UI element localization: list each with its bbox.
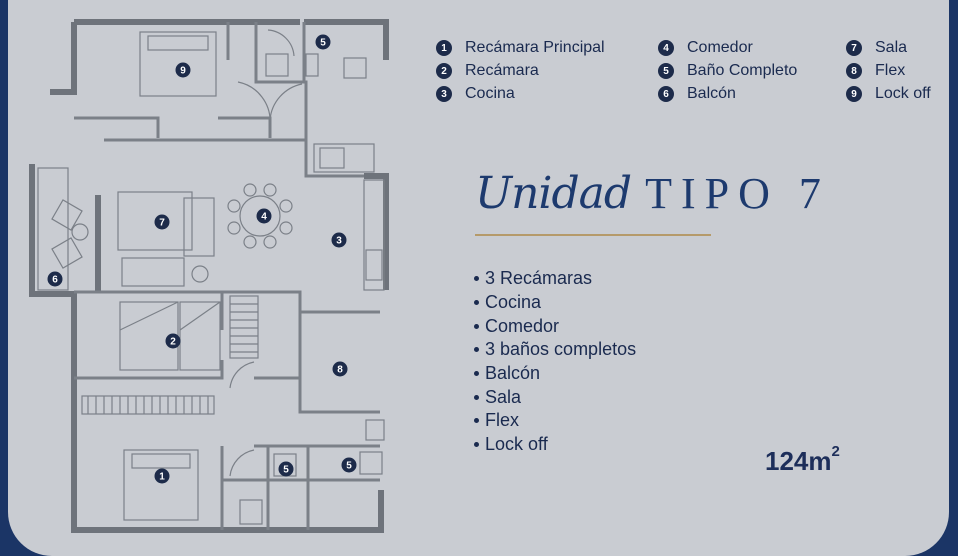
legend-label: Lock off: [875, 85, 931, 102]
plan-marker-7: [154, 214, 170, 230]
legend-item: 2 Recámara: [436, 61, 539, 81]
legend-label: Sala: [875, 39, 908, 56]
legend-number-badge: 6: [658, 86, 674, 102]
unit-title-script: Unidad: [475, 168, 632, 219]
legend-number-badge: 7: [846, 40, 862, 56]
feature-item: 3 baños completos: [474, 338, 636, 362]
bullet-dot: [474, 323, 479, 329]
feature-label: 3 baños completos: [485, 339, 637, 360]
info-card: 9 5 7 4 3 6 2 8 1 5 5 1 Recámara Principa…: [8, 0, 949, 556]
legend-item: 5 Baño Completo: [658, 61, 797, 81]
unit-area-superscript: 2: [831, 443, 840, 461]
feature-label: Lock off: [485, 434, 548, 455]
legend-number-badge: 8: [846, 63, 862, 79]
bullet-dot: [474, 371, 479, 377]
legend-label: Comedor: [687, 39, 753, 56]
legend-label: Recámara: [465, 62, 539, 79]
plan-marker-8-label: 8: [337, 365, 343, 376]
legend-number-badge: 9: [846, 86, 862, 102]
plan-marker-9: [175, 62, 191, 78]
bullet-dot: [474, 300, 479, 306]
unit-area-value: 124m: [765, 446, 832, 476]
floor-plan: 9 5 7 4 3 6 2 8 1 5 5: [29, 19, 389, 533]
plan-marker-3-label: 3: [336, 236, 342, 247]
feature-item: Balcón: [474, 362, 636, 386]
plan-marker-5a: [315, 34, 331, 50]
feature-label: Flex: [485, 410, 520, 431]
plan-marker-6: [47, 271, 63, 287]
plan-marker-3: [331, 232, 347, 248]
plan-marker-9-label: 9: [180, 66, 186, 77]
legend-item: 6 Balcón: [658, 84, 736, 104]
bullet-dot: [474, 418, 479, 424]
plan-marker-4-label: 4: [261, 212, 267, 223]
legend-number-badge: 5: [658, 63, 674, 79]
feature-item: Lock off: [474, 433, 636, 457]
feature-item: Cocina: [474, 291, 636, 315]
feature-item: 3 Recámaras: [474, 267, 636, 291]
plan-marker-7-label: 7: [159, 218, 165, 229]
plan-marker-8: [332, 361, 348, 377]
plan-marker-5b-label: 5: [283, 465, 289, 476]
legend-number-badge: 1: [436, 40, 452, 56]
plan-marker-5a-label: 5: [320, 38, 326, 49]
feature-label: 3 Recámaras: [485, 268, 593, 289]
plan-marker-1-label: 1: [159, 472, 165, 483]
plan-marker-2: [165, 333, 181, 349]
legend-label: Recámara Principal: [465, 39, 605, 56]
legend-label: Cocina: [465, 85, 515, 102]
legend-item: 9 Lock off: [846, 84, 931, 104]
plan-marker-1: [154, 468, 170, 484]
plan-marker-6-label: 6: [52, 275, 58, 286]
legend-label: Flex: [875, 62, 906, 79]
unit-title-type: TIPO 7: [645, 169, 830, 218]
feature-item: Flex: [474, 409, 636, 433]
plan-marker-5c: [341, 457, 357, 473]
legend-item: 8 Flex: [846, 61, 905, 81]
feature-label: Sala: [485, 386, 522, 407]
legend-number-badge: 3: [436, 86, 452, 102]
unit-title: Unidad TIPO 7: [475, 168, 830, 219]
plan-marker-4: [256, 208, 272, 224]
legend-item: 7 Sala: [846, 38, 907, 58]
legend-item: 1 Recámara Principal: [436, 38, 605, 58]
legend-number-badge: 4: [658, 40, 674, 56]
plan-marker-2-label: 2: [170, 337, 176, 348]
feature-item: Comedor: [474, 314, 636, 338]
plan-marker-5b: [278, 461, 294, 477]
bullet-dot: [474, 442, 479, 448]
bullet-dot: [474, 276, 479, 282]
bullet-dot: [474, 347, 479, 353]
feature-label: Comedor: [485, 315, 560, 336]
legend-label: Balcón: [687, 85, 736, 102]
feature-item: Sala: [474, 385, 636, 409]
features-list: 3 Recámaras Cocina Comedor 3 baños compl…: [474, 267, 636, 457]
gold-divider: [475, 234, 711, 236]
unit-area: 124m2: [765, 443, 840, 477]
feature-label: Cocina: [485, 292, 542, 313]
plan-marker-5c-label: 5: [346, 461, 352, 472]
feature-label: Balcón: [485, 363, 541, 384]
legend-item: 4 Comedor: [658, 38, 753, 58]
legend-number-badge: 2: [436, 63, 452, 79]
legend-item: 3 Cocina: [436, 84, 515, 104]
bullet-dot: [474, 394, 479, 400]
legend-label: Baño Completo: [687, 62, 798, 79]
